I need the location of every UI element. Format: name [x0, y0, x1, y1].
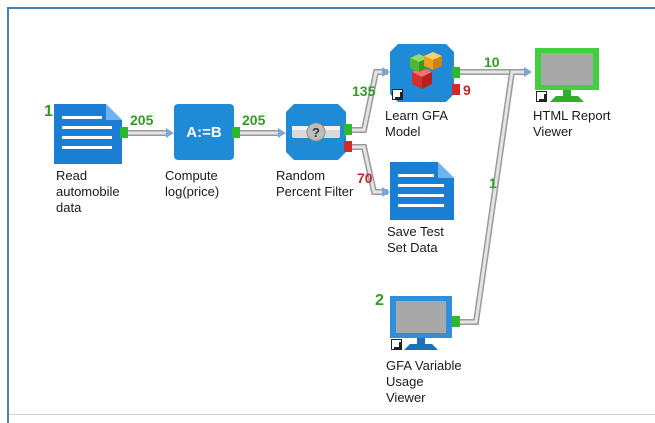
label-line: Learn GFA [385, 108, 448, 123]
html-report-viewer-node[interactable] [532, 46, 602, 104]
label-line: log(price) [165, 184, 220, 199]
usage-output-port[interactable] [452, 316, 460, 327]
label-line: HTML Report [533, 108, 611, 123]
read-node-label: Read automobile data [56, 168, 120, 216]
count-filter-to-save: 70 [357, 170, 373, 186]
svg-text:?: ? [312, 125, 320, 140]
label-line: GFA Variable [386, 358, 462, 373]
link-filter-to-learn[interactable] [348, 69, 388, 133]
shortcut-arrow-icon [392, 89, 403, 100]
compute-input-port[interactable] [166, 128, 174, 138]
filter-output-port-selected[interactable] [344, 124, 352, 135]
save-test-set-data-node[interactable] [390, 162, 454, 220]
shortcut-arrow-icon [391, 339, 402, 350]
filter-node-label: Random Percent Filter [276, 168, 353, 200]
node-index-usage: 2 [375, 292, 384, 309]
learn-output-port[interactable] [452, 67, 460, 78]
compute-node-label: Compute log(price) [165, 168, 219, 200]
label-line: Percent Filter [276, 184, 354, 199]
count-learn-to-report: 10 [484, 54, 500, 70]
count-read-to-compute: 205 [130, 112, 154, 128]
label-line: Viewer [533, 124, 573, 139]
report-node-label: HTML Report Viewer [533, 108, 611, 140]
report-input-port[interactable] [524, 67, 532, 77]
count-learn-error: 9 [463, 82, 471, 98]
canvas-bottom-border [9, 414, 655, 415]
compute-icon-text: A:=B [186, 123, 222, 141]
filter-input-port[interactable] [278, 128, 286, 138]
label-line: Viewer [386, 390, 426, 405]
save-input-port[interactable] [382, 187, 390, 197]
assignment-icon [174, 104, 234, 160]
count-usage-to-report: 1 [489, 175, 497, 191]
link-usage-to-report[interactable] [456, 69, 528, 325]
label-line: Random [276, 168, 326, 183]
count-compute-to-filter: 205 [242, 112, 266, 128]
label-line: automobile [56, 184, 120, 199]
label-line: data [56, 200, 82, 215]
compute-output-port[interactable] [232, 127, 240, 138]
label-line: Save Test [387, 224, 444, 239]
learn-error-port[interactable] [452, 84, 460, 95]
learn-gfa-model-node[interactable] [390, 44, 454, 102]
monitor-icon [535, 48, 599, 102]
link-filter-to-save[interactable] [350, 144, 388, 195]
count-filter-to-learn: 135 [352, 83, 376, 99]
monitor-icon [390, 296, 452, 350]
learn-input-port[interactable] [382, 67, 390, 77]
compute-log-price-node[interactable]: A:=B [174, 104, 234, 160]
label-line: Model [385, 124, 421, 139]
read-automobile-data-node[interactable] [54, 104, 122, 164]
cubes-model-icon [390, 44, 454, 102]
label-line: Read [56, 168, 88, 183]
document-icon [54, 104, 122, 164]
filter-output-port-rejected[interactable] [344, 141, 352, 152]
read-output-port[interactable] [120, 127, 128, 138]
label-line: Compute [165, 168, 218, 183]
learn-node-label: Learn GFA Model [385, 108, 448, 140]
shortcut-arrow-icon [536, 91, 547, 102]
document-icon [390, 162, 454, 220]
label-line: Usage [386, 374, 424, 389]
node-index-read: 1 [44, 103, 53, 120]
usage-node-label: GFA Variable Usage Viewer [386, 358, 462, 406]
random-filter-icon: ? [286, 104, 346, 160]
random-percent-filter-node[interactable]: ? [286, 104, 346, 160]
gfa-variable-usage-viewer-node[interactable] [388, 294, 454, 352]
label-line: Set Data [387, 240, 438, 255]
save-node-label: Save Test Set Data [387, 224, 444, 256]
